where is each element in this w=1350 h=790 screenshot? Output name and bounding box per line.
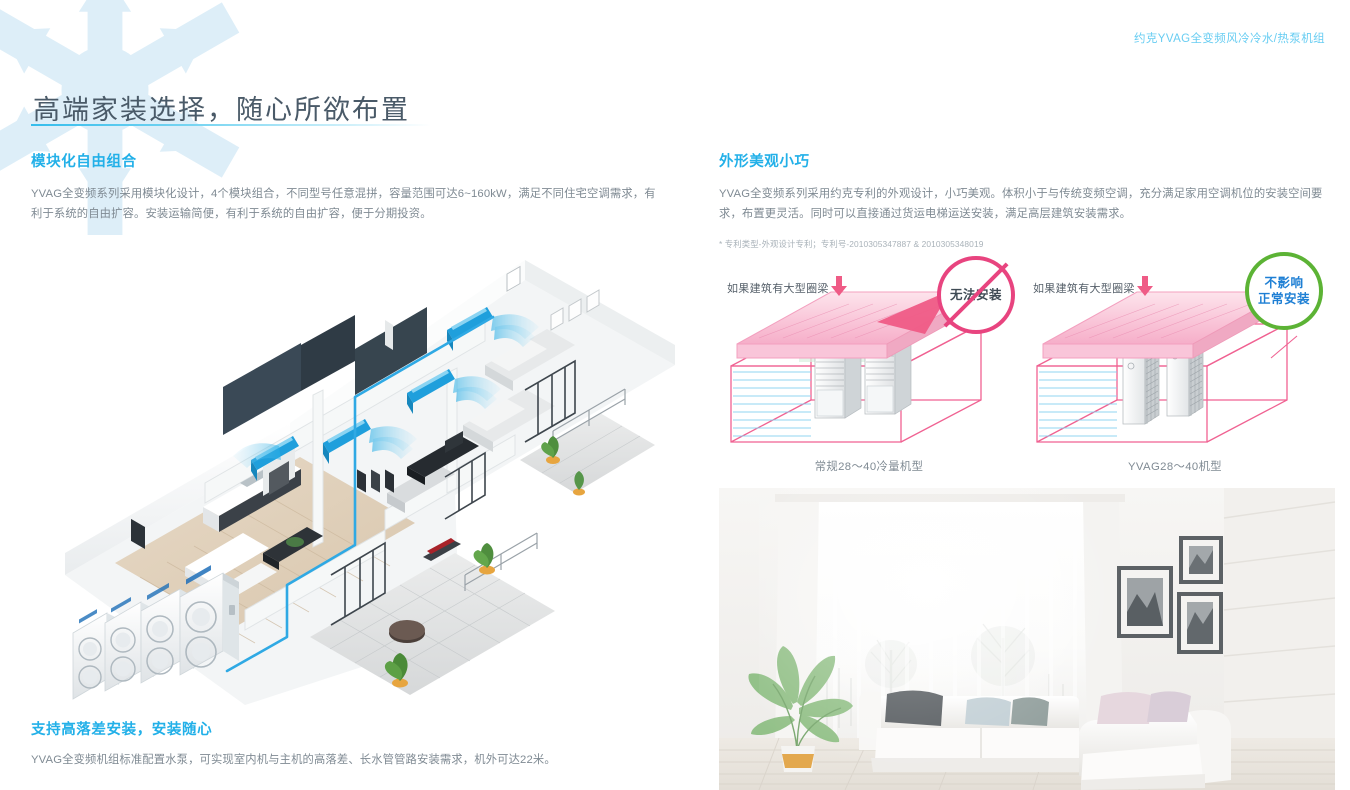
office-desk — [407, 431, 479, 485]
normal-install-label-line2: 正常安装 — [1257, 292, 1310, 306]
diagram-caption-conventional: 常规28～40冷量机型 — [814, 461, 924, 473]
cannot-install-badge: 无法安装 — [937, 256, 1015, 334]
living-room-photo — [719, 488, 1335, 790]
right-section-body: YVAG全变频系列采用约克专利的外观设计，小巧美观。体积小于与传统变频空调，充分… — [719, 188, 1323, 220]
floorplan-illustration — [65, 260, 675, 705]
indoor-ac-unit-4 — [233, 436, 299, 481]
airflow-hatch-left — [733, 371, 811, 437]
pipe-run — [225, 315, 495, 673]
badge-pointer-left — [877, 290, 951, 334]
bottom-left-section: 支持高落差安装，安装随心 YVAG全变频机组标准配置水泵，可实现室内机与主机的高… — [31, 718, 671, 770]
diagram-yvag: 如果建筑有大型圈梁 — [1025, 252, 1325, 477]
bottom-section-heading: 支持高落差安装，安装随心 — [31, 722, 213, 738]
diagram-caption-yvag: YVAG28～40机型 — [1128, 461, 1222, 473]
potted-plants — [384, 436, 585, 688]
bedrooms — [387, 329, 575, 513]
shelving — [357, 285, 455, 493]
balcony-floor — [520, 413, 655, 493]
normal-install-badge: 不影响 正常安装 — [1245, 252, 1323, 330]
airflow-hatch-right — [1039, 371, 1117, 437]
diagram-yvag-graphic — [1036, 287, 1298, 443]
terrace-floor — [310, 553, 555, 695]
left-column: 模块化自由组合 YVAG全变频系列采用模块化设计，4个模块组合，不同型号任意混拼… — [31, 150, 656, 224]
title-divider — [31, 124, 431, 126]
page-title: 高端家装选择，随心所欲布置 — [33, 95, 410, 125]
left-section-body: YVAG全变频系列采用模块化设计，4个模块组合，不同型号任意混拼，容量范围可达6… — [31, 188, 656, 220]
right-section-heading: 外形美观小巧 — [719, 154, 810, 170]
right-column: 外形美观小巧 YVAG全变频系列采用约克专利的外观设计，小巧美观。体积小于与传统… — [719, 150, 1335, 251]
terrace-furniture — [389, 538, 461, 643]
running-header-title: 约克YVAG全变频风冷冷水/热泵机组 — [1134, 33, 1325, 45]
outdoor-units — [72, 565, 239, 700]
wall-art-frames — [1117, 536, 1223, 654]
feature-walls — [223, 307, 427, 435]
outdoor-unit-1 — [179, 565, 239, 676]
left-section-heading: 模块化自由组合 — [31, 154, 137, 170]
picture-frame-large — [1117, 566, 1173, 638]
patent-footnote: * 专利类型-外观设计专利；专利号-2010305347887 & 201030… — [719, 239, 984, 249]
beam-label-right: 如果建筑有大型圈梁 — [1033, 283, 1135, 295]
installation-comparison: 如果建筑有大型圈梁 — [719, 252, 1335, 477]
wall-art — [506, 265, 600, 331]
down-arrow-icon — [831, 276, 847, 296]
beam-label-left: 如果建筑有大型圈梁 — [727, 283, 829, 295]
indoor-ac-unit-1 — [447, 307, 539, 351]
normal-install-label-line1: 不影响 — [1264, 276, 1304, 290]
indoor-ac-unit-2 — [407, 369, 501, 414]
balcony-railings — [464, 388, 626, 591]
diagram-conventional: 如果建筑有大型圈梁 — [719, 256, 1019, 477]
glass-partitions — [330, 359, 576, 626]
picture-frame-bottom — [1177, 592, 1223, 654]
bottom-section-body: YVAG全变频机组标准配置水泵，可实现室内机与主机的高落差、长水管管路安装需求，… — [31, 754, 556, 766]
interior-walls — [204, 320, 516, 631]
down-arrow-icon — [1137, 276, 1153, 296]
picture-frame-top — [1179, 536, 1223, 584]
